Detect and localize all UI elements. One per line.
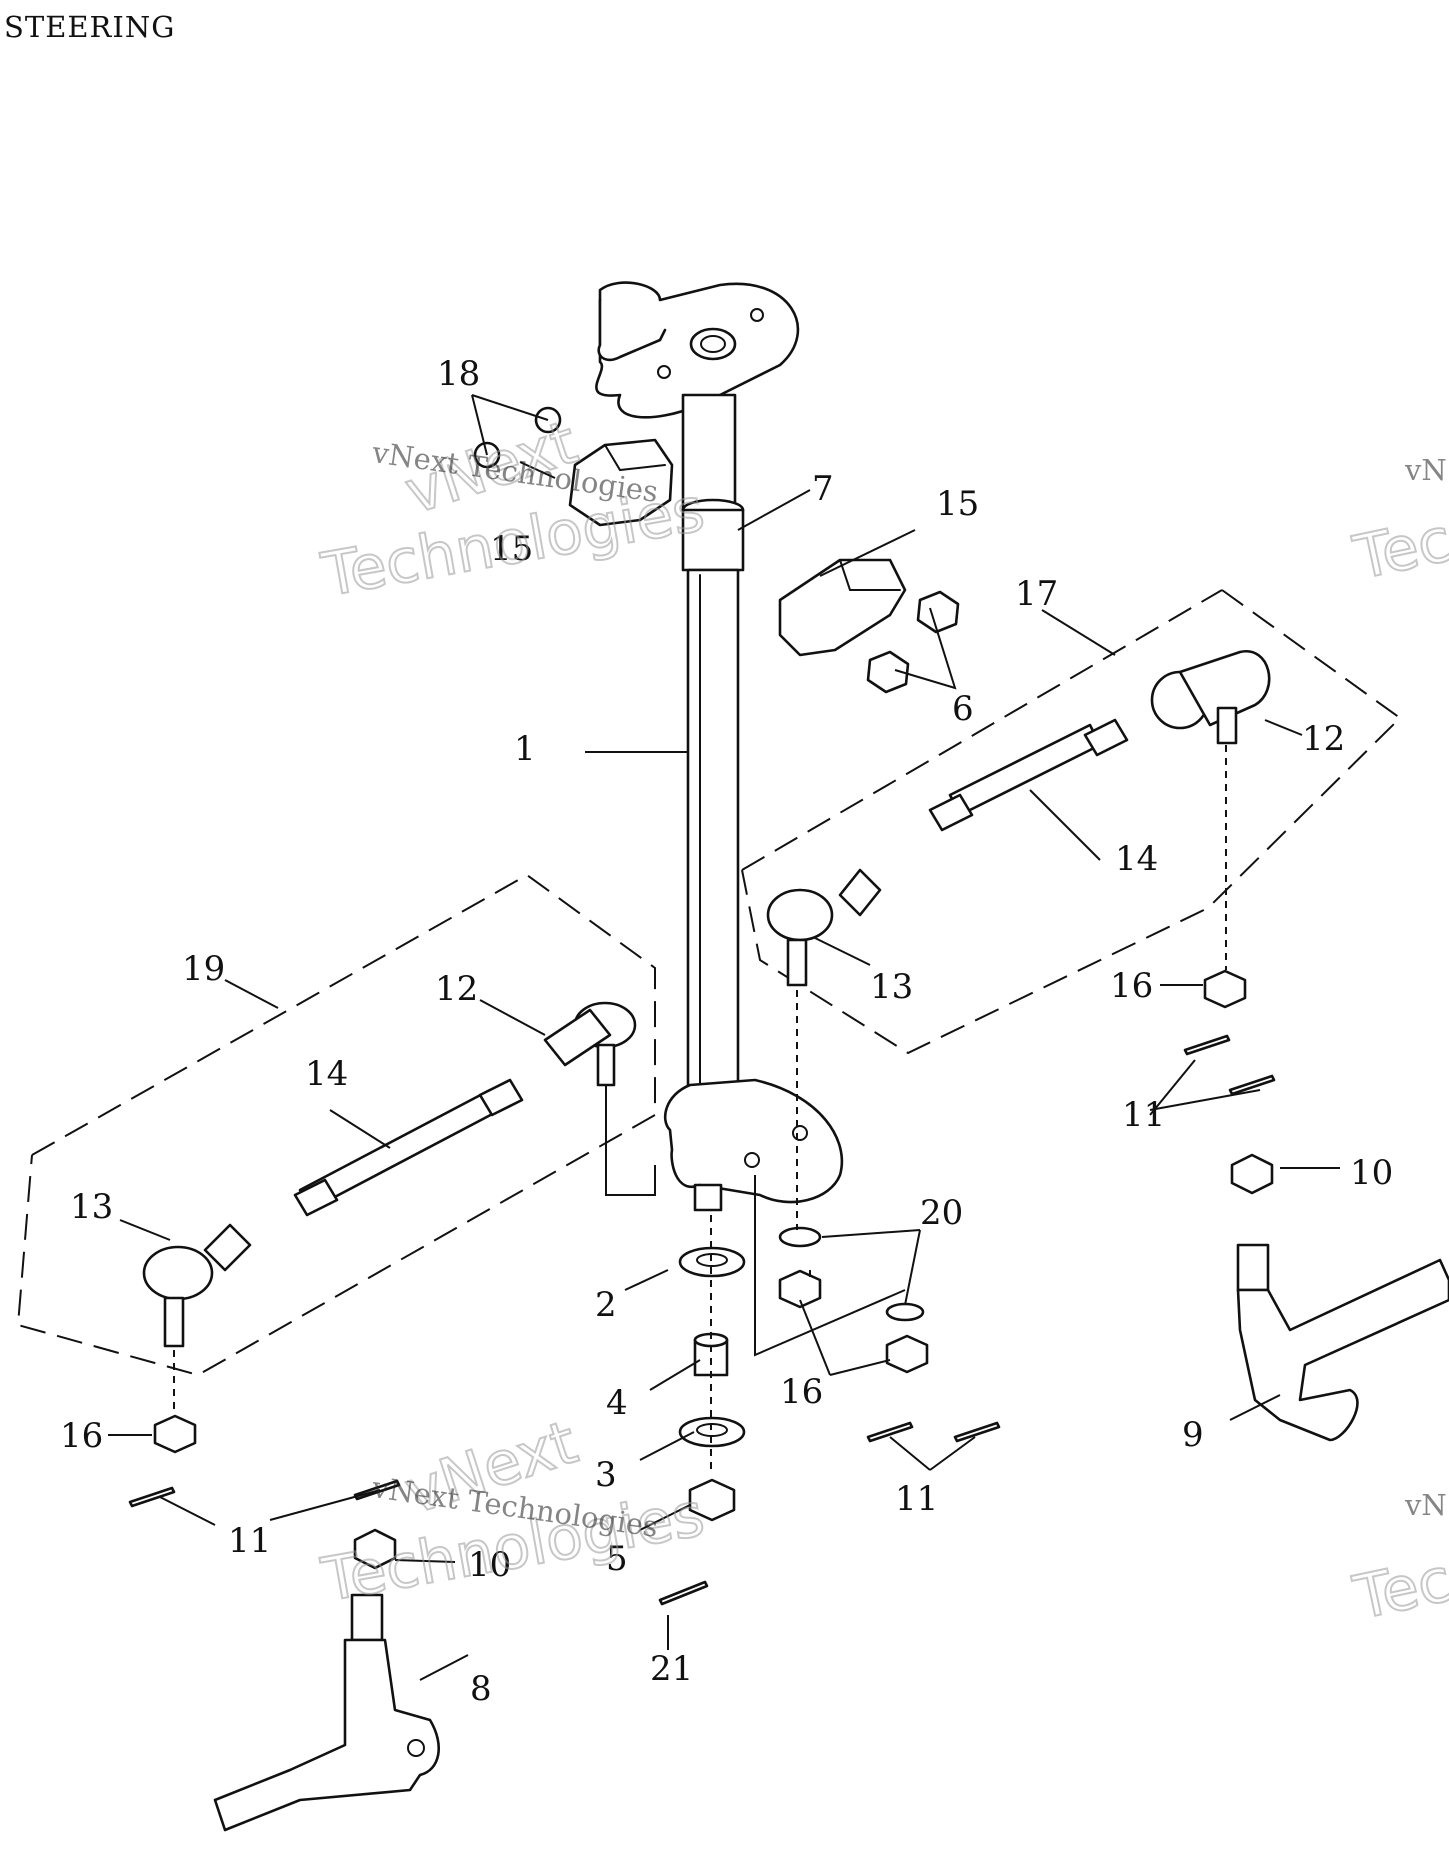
handlebar-stop-bracket <box>597 298 667 362</box>
washer-3 <box>678 1416 746 1448</box>
column-plate-hole <box>689 327 737 361</box>
callout-11-right: 11 <box>1122 1095 1165 1135</box>
plate-bolt-hole-left <box>657 365 671 379</box>
nut-16-right <box>1203 969 1247 1009</box>
watermark-edge-small-2: vN <box>1404 1488 1447 1522</box>
castle-nut-10-right <box>1230 1153 1274 1195</box>
callout-11-left: 11 <box>228 1521 271 1561</box>
callout-13-left: 13 <box>70 1187 113 1227</box>
ball-stud-13-left <box>163 1296 185 1348</box>
knuckle-8-stud <box>350 1593 384 1642</box>
nut-16-left <box>153 1414 197 1454</box>
callout-12-right: 12 <box>1302 719 1345 759</box>
column-collar-body <box>681 508 745 572</box>
pitman-hole-1 <box>792 1125 808 1141</box>
pitman-arm <box>663 1078 844 1204</box>
callout-17: 17 <box>1015 574 1058 614</box>
callout-5: 5 <box>606 1539 628 1579</box>
assembly-outline-17-top <box>741 589 1223 871</box>
knuckle-9-stud <box>1236 1243 1270 1292</box>
tie-rod-14-right <box>948 723 1102 817</box>
tie-rod-end-13-left <box>142 1245 214 1301</box>
pitman-hole-2 <box>744 1152 760 1168</box>
cotter-pins <box>128 1034 1276 1606</box>
ball-stud-12-right <box>1216 706 1238 745</box>
callout-2: 2 <box>595 1285 617 1325</box>
callout-13-right: 13 <box>870 967 913 1007</box>
tie-rod-end-13-right <box>766 888 834 942</box>
watermark-edge-big-2: Tec <box>1348 1545 1449 1634</box>
column-lower-stub <box>693 1183 723 1212</box>
cotter-pin-21 <box>658 1580 709 1606</box>
plate-bolt-hole-right <box>750 308 764 322</box>
connector-left-stud <box>605 1085 656 1196</box>
callout-8: 8 <box>470 1669 492 1709</box>
callout-18: 18 <box>437 354 480 394</box>
callout-3: 3 <box>595 1455 617 1495</box>
assembly-outline-17 <box>741 589 1402 1055</box>
callout-11-center: 11 <box>895 1479 938 1519</box>
clamp-left-15 <box>473 406 674 527</box>
callout-20: 20 <box>920 1193 963 1233</box>
knuckle-8-left <box>213 1593 440 1832</box>
assembly-outline-19 <box>16 873 656 1377</box>
ball-stud-12-left <box>596 1043 616 1087</box>
callout-7: 7 <box>812 469 834 509</box>
nut-16-center-a <box>778 1269 822 1309</box>
connector-pitman <box>754 1175 906 1357</box>
washer-20-a <box>778 1226 822 1248</box>
ball-stud-13-right <box>786 938 808 987</box>
callout-16-left: 16 <box>60 1416 103 1456</box>
knuckle-8-hole <box>407 1739 425 1757</box>
page-title: STEERING <box>4 10 175 44</box>
callout-12-left: 12 <box>435 969 478 1009</box>
callout-16-right: 16 <box>1110 966 1153 1006</box>
callout-19: 19 <box>182 949 225 989</box>
callout-9: 9 <box>1182 1415 1204 1455</box>
callout-14-left: 14 <box>305 1054 348 1094</box>
callout-15-right: 15 <box>936 484 979 524</box>
callout-14-right: 14 <box>1115 839 1158 879</box>
callout-15-left: 15 <box>490 529 533 569</box>
nut-6-a <box>916 590 960 634</box>
steering-column <box>595 281 844 1212</box>
column-main-tube <box>686 568 740 1092</box>
callout-21: 21 <box>650 1649 693 1689</box>
callout-1: 1 <box>514 729 536 769</box>
callout-16-center: 16 <box>780 1372 823 1412</box>
leader-lines <box>108 394 1340 1681</box>
callout-6: 6 <box>952 689 974 729</box>
jam-nut-right-lower <box>928 793 974 832</box>
knuckle-9-right <box>1236 1243 1449 1442</box>
nut-6-b <box>866 650 910 694</box>
castle-nut-10-left <box>353 1528 397 1570</box>
callout-4: 4 <box>606 1383 628 1423</box>
jam-nut-left-upper <box>478 1078 524 1117</box>
column-plate-hole-inner <box>700 335 726 353</box>
watermark-edge-small-1: vN <box>1404 453 1447 487</box>
callout-10-left: 10 <box>468 1545 511 1585</box>
nut-16-center-b <box>885 1334 929 1374</box>
jam-nut-right-upper <box>1083 718 1129 757</box>
tie-rod-end-13-right-neck <box>838 868 882 917</box>
tie-rod-assembly-right <box>766 650 1271 987</box>
clamp-right-15 <box>778 558 960 694</box>
watermark-edge-big-1: Tec <box>1348 505 1449 594</box>
callout-numbers: 1 2 3 4 5 6 7 8 9 10 10 11 11 11 12 12 1… <box>60 354 1393 1709</box>
jam-nut-left-lower <box>293 1178 339 1217</box>
tie-rod-assembly-left <box>142 1001 637 1348</box>
nut-5 <box>688 1478 736 1522</box>
callout-10-right: 10 <box>1350 1153 1393 1193</box>
washer-20-b <box>885 1302 925 1322</box>
